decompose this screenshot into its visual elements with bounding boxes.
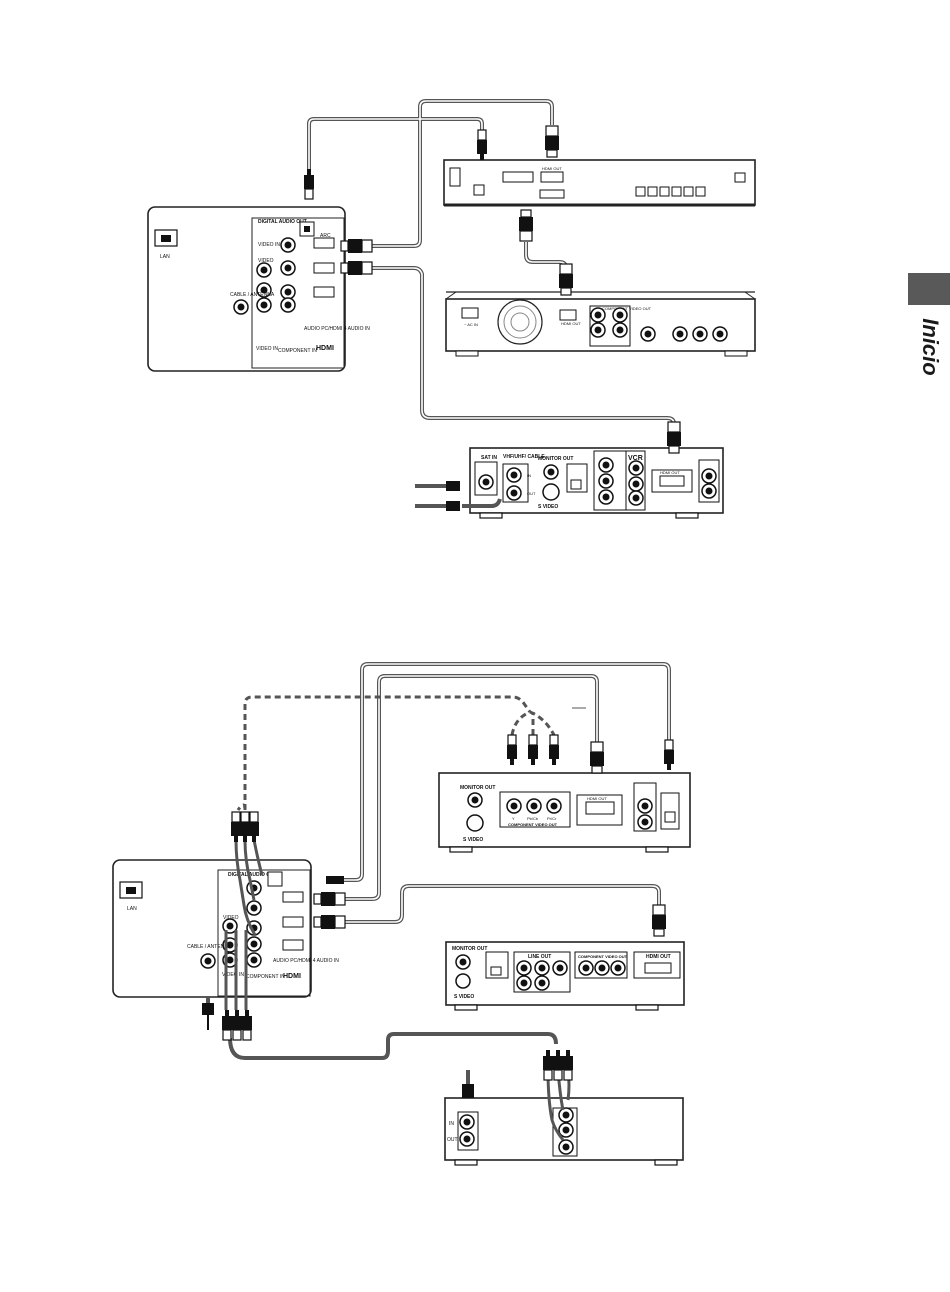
tv-rear-panel-bottom: LAN DIGITAL AUDIO OUT VIDEO CABLE / ANTE… <box>112 859 339 998</box>
vcr-out-label: OUT <box>447 1137 458 1143</box>
dvd-y-label: Y <box>512 816 515 821</box>
tv-lan-label: LAN <box>160 254 170 260</box>
sat-monitor-out-label: MONITOR OUT <box>538 456 573 462</box>
tv-video-in-1-label: VIDEO IN <box>256 346 278 352</box>
cablebox-s-video-label: S VIDEO <box>454 994 474 1000</box>
tv2-cable-label: CABLE / ANTENNA <box>187 944 232 950</box>
tv2-lan-label: LAN <box>127 906 137 912</box>
bottom-connectors <box>202 734 675 1098</box>
cablebox-component-label: COMPONENT VIDEO OUT <box>578 954 628 959</box>
satellite-receiver: SAT IN VHF/UHF/ CABLE IN OUT MONITOR OUT… <box>469 447 724 519</box>
bd-ac-in-label: ~ AC IN <box>464 322 478 327</box>
dvd-pbcb-label: Pb/Cb <box>527 816 539 821</box>
sat-in-port-label: IN <box>527 473 531 478</box>
tv-arc-label: ARC <box>320 233 331 239</box>
sat-in-label: SAT IN <box>481 455 497 461</box>
cablebox-monitor-label: MONITOR OUT <box>452 946 487 952</box>
tv-audio-hdmi4-label: AUDIO PC/HDMI 4 AUDIO IN <box>304 326 370 332</box>
component-cables-dashed <box>236 695 556 811</box>
tv2-component-label: COMPONENT IN <box>246 974 285 980</box>
bd-hdmi-out-label: HDMI OUT <box>561 321 581 326</box>
tv2-digital-audio-label: DIGITAL AUDIO OUT <box>228 872 277 878</box>
top-connectors <box>303 125 682 511</box>
tv2-audio-hdmi4-label: AUDIO PC/HDMI 4 AUDIO IN <box>273 958 339 964</box>
tv2-video-label: VIDEO <box>223 915 239 921</box>
sat-out-port-label: OUT <box>527 491 536 496</box>
dvd-hdmi-out-label: HDMI OUT <box>587 796 607 801</box>
av-receiver: HDMI OUT <box>443 159 756 207</box>
dvd-component-label: COMPONENT VIDEO OUT <box>508 822 558 827</box>
dvd-s-video-label: S VIDEO <box>463 837 483 843</box>
cablebox-hdmi-out-label: HDMI OUT <box>646 954 671 960</box>
sat-vcr-label: VCR <box>628 455 643 462</box>
sat-hdmi-out-label: HDMI OUT <box>660 470 680 475</box>
tv-video-in-3-label: VIDEO IN <box>258 242 280 248</box>
bd-component-label: COMPONENT VIDEO OUT <box>602 306 652 311</box>
tv-component-in-label: COMPONENT IN <box>278 348 317 354</box>
tv-digital-audio-out-label: DIGITAL AUDIO OUT <box>258 219 307 225</box>
vcr-in-label: IN <box>449 1121 454 1127</box>
tv-rear-panel-top: LAN DIGITAL AUDIO OUT VIDEO IN VIDEO CAB… <box>147 206 370 372</box>
fan-grille <box>497 299 543 345</box>
cablebox-line-out-label: LINE OUT <box>528 954 551 960</box>
tv-hdmi-label: HDMI <box>316 345 334 352</box>
section-tab <box>908 273 950 305</box>
sat-vhf-label: VHF/UHF/ CABLE <box>503 454 545 460</box>
tv-cable-antenna-label: CABLE / ANTENNA <box>230 292 275 298</box>
dvd-monitor-out-label: MONITOR OUT <box>460 785 495 791</box>
tv-video-label: VIDEO <box>258 258 274 264</box>
tv2-hdmi-label: HDMI <box>283 973 301 980</box>
receiver-speaker-terminals <box>635 186 706 197</box>
sat-s-video-label: S VIDEO <box>538 504 558 510</box>
dvd-player: MONITOR OUT S VIDEO Y Pb/Cb Pr/Cr COMPON… <box>438 772 691 853</box>
dvd-prcr-label: Pr/Cr <box>547 816 557 821</box>
receiver-hdmi-out-label: HDMI OUT <box>542 166 562 171</box>
bd-player: ~ AC IN HDMI OUT COMPONENT VIDEO OUT <box>445 291 756 357</box>
tv2-video-in-label: VIDEO IN <box>222 972 244 978</box>
cable-box: MONITOR OUT S VIDEO LINE OUT COMPONENT V… <box>445 941 685 1011</box>
